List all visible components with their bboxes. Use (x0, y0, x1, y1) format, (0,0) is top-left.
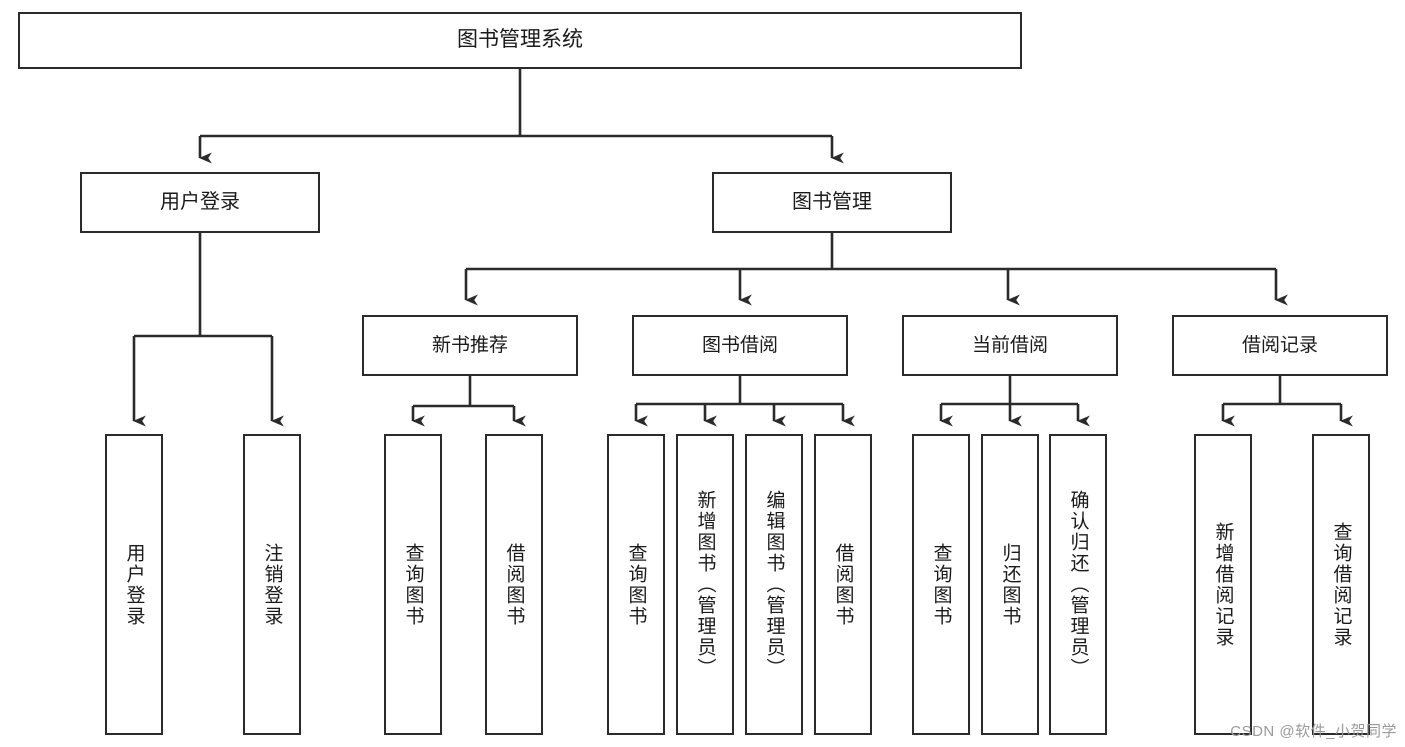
leaf-label: 借阅图书 (832, 542, 854, 627)
leaf-label: 注销登录 (261, 542, 283, 627)
leaf-label: 查询图书 (625, 542, 647, 627)
leaf-label: 查询图书 (930, 542, 952, 627)
leaf-label: 编辑图书（管理员） (763, 490, 785, 679)
leaf-label: 用户登录 (123, 542, 145, 627)
leaf-return-books[interactable]: 归还图书 (981, 434, 1039, 735)
leaf-query-books-current[interactable]: 查询图书 (912, 434, 970, 735)
leaf-label: 查询借阅记录 (1330, 521, 1352, 648)
leaf-edit-book-admin[interactable]: 编辑图书（管理员） (745, 434, 803, 735)
leaf-label: 新增借阅记录 (1212, 521, 1234, 648)
leaf-logout[interactable]: 注销登录 (243, 434, 301, 735)
leaf-label: 确认归还（管理员） (1067, 490, 1089, 679)
leaf-label: 归还图书 (999, 542, 1021, 627)
node-book-borrowing[interactable]: 图书借阅 (632, 315, 848, 376)
node-user-login[interactable]: 用户登录 (80, 172, 320, 233)
leaf-label: 查询图书 (402, 542, 424, 627)
node-borrowing-records[interactable]: 借阅记录 (1172, 315, 1388, 376)
leaf-borrow-books[interactable]: 借阅图书 (814, 434, 872, 735)
node-book-management[interactable]: 图书管理 (712, 172, 952, 233)
leaf-user-login[interactable]: 用户登录 (105, 434, 163, 735)
leaf-query-borrow-record[interactable]: 查询借阅记录 (1312, 434, 1370, 735)
leaf-label: 新增图书（管理员） (694, 490, 716, 679)
leaf-add-book-admin[interactable]: 新增图书（管理员） (676, 434, 734, 735)
node-current-borrowing[interactable]: 当前借阅 (902, 315, 1118, 376)
leaf-confirm-return-admin[interactable]: 确认归还（管理员） (1049, 434, 1107, 735)
node-root-system[interactable]: 图书管理系统 (18, 12, 1022, 69)
leaf-borrow-books-recommend[interactable]: 借阅图书 (485, 434, 543, 735)
leaf-label: 借阅图书 (503, 542, 525, 627)
leaf-query-books-borrow[interactable]: 查询图书 (607, 434, 665, 735)
node-new-book-recommendation[interactable]: 新书推荐 (362, 315, 578, 376)
leaf-add-borrow-record[interactable]: 新增借阅记录 (1194, 434, 1252, 735)
leaf-query-books-recommend[interactable]: 查询图书 (384, 434, 442, 735)
